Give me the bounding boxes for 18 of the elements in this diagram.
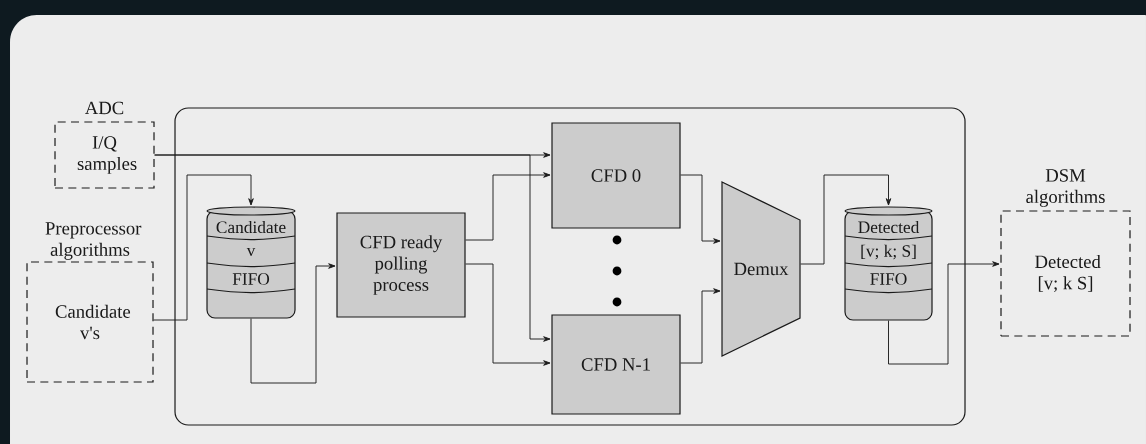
demux-trapezoid: Demux xyxy=(721,181,801,357)
dashed-box: Detected [v; k S] xyxy=(1000,210,1131,337)
dashed-box: I/Q samples xyxy=(54,121,155,189)
box-heading: Preprocessor algorithms xyxy=(45,222,142,260)
arrow xyxy=(465,172,551,241)
box-heading: ADC xyxy=(85,101,124,115)
process-box: CFD 0 xyxy=(551,122,681,229)
arrow xyxy=(680,288,721,364)
dashed-box: Candidate v's xyxy=(26,261,154,383)
arrow xyxy=(250,263,336,384)
arrow xyxy=(465,263,551,366)
process-box: CFD N-1 xyxy=(551,314,681,415)
container-box xyxy=(174,107,966,426)
process-box: CFD ready polling process xyxy=(336,212,466,318)
arrow xyxy=(154,154,551,342)
box-heading: DSM algorithms xyxy=(1026,169,1105,207)
arrow xyxy=(888,261,1000,365)
arrow xyxy=(680,174,721,244)
